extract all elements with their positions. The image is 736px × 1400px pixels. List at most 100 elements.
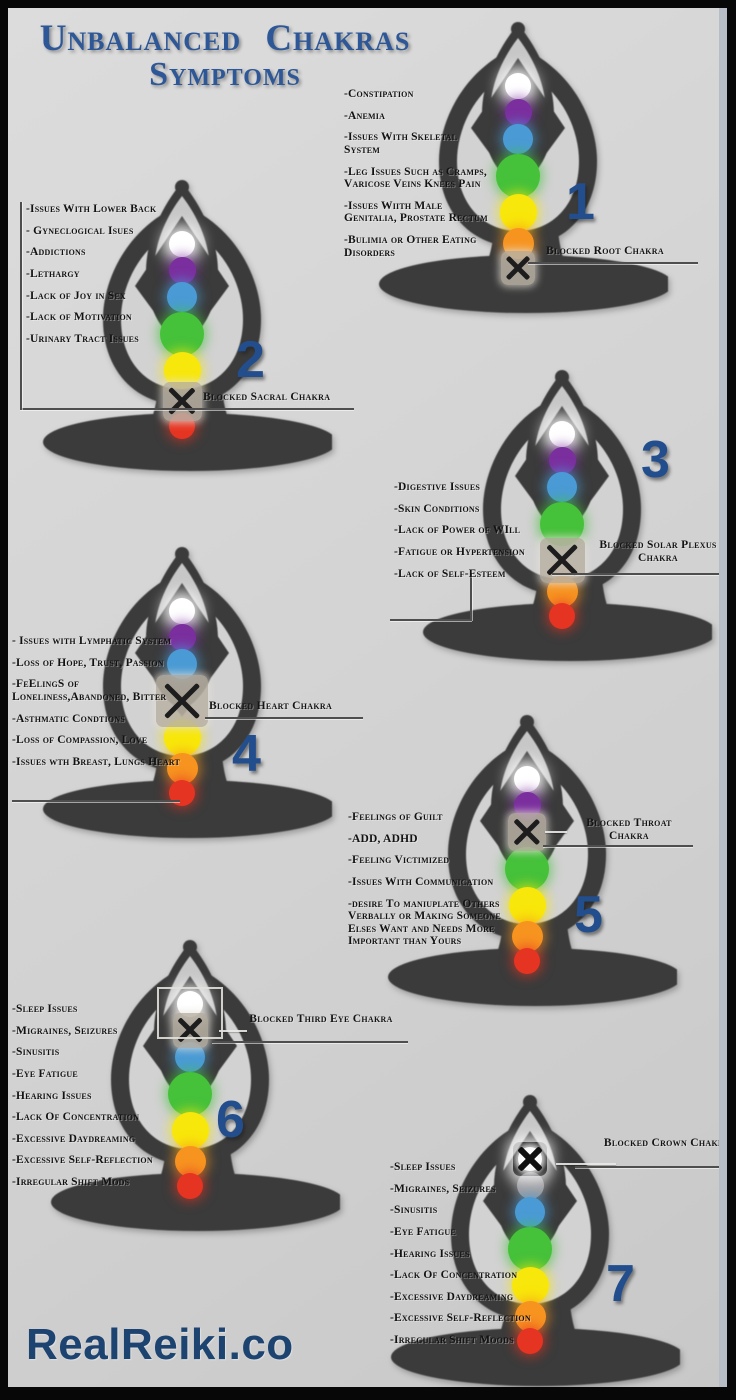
chakra-dot-third-eye — [516, 1171, 544, 1199]
symptom-item: -Sinusitis — [390, 1204, 438, 1217]
connector-line — [543, 845, 693, 847]
blocked-root-marker — [501, 251, 535, 285]
symptom-list-5: -Feelings of Guilt-ADD, ADHD-Feeling Vic… — [348, 811, 514, 957]
chakra-dot-root — [169, 780, 195, 806]
connector-line — [390, 619, 472, 621]
chakra-dot-throat — [167, 649, 197, 679]
brand-logo: RealReiki.co — [26, 1320, 294, 1369]
page-title-line2: Symptoms — [149, 56, 301, 93]
symptom-item: -Lack of Self-Esteem — [394, 567, 506, 580]
frame-left — [0, 0, 8, 1400]
frame-top — [0, 0, 736, 8]
symptom-item: -Lack of Motivation — [26, 311, 132, 324]
symptom-item: -ADD, ADHD — [348, 832, 418, 845]
right-edge-strip — [719, 8, 727, 1387]
chakra-dot-sacral — [166, 752, 198, 784]
symptom-item: -Hearing Issues — [12, 1089, 92, 1102]
chakra-dot-crown — [549, 421, 575, 447]
page-title-line1: Unbalanced Chakras — [39, 18, 411, 59]
blocked-third-eye-marker — [172, 1012, 208, 1048]
symptom-item: -Constipation — [344, 88, 414, 100]
connector-line — [545, 831, 567, 833]
figure-number-5: 5 — [574, 886, 603, 944]
page-title: Unbalanced Chakras Symptoms — [10, 20, 440, 93]
symptom-item: -Lack Of Concentration — [390, 1269, 518, 1282]
chakra-dot-root — [549, 603, 575, 629]
symptom-item: -Leg Issues Such as Cramps, Varicose Vei… — [344, 165, 487, 191]
connector-line — [470, 573, 472, 621]
chakra-dot-throat — [515, 1197, 545, 1227]
chakra-dot-heart — [505, 847, 549, 891]
chakra-dot-third-eye — [168, 256, 196, 284]
symptom-item: -Anemia — [344, 109, 386, 122]
symptom-item: -Lack Of Concentration — [12, 1111, 140, 1124]
meditating-figure-1 — [368, 18, 668, 314]
symptom-list-7: -Sleep Issues-Migraines, Seizures-Sinusi… — [390, 1161, 565, 1356]
blocked-crown-marker — [513, 1142, 547, 1176]
symptom-item: -Migraines, Seizures — [12, 1024, 118, 1037]
symptom-item: -Digestive Issues — [394, 481, 481, 493]
symptom-item: -Eye Fatigue — [12, 1067, 78, 1080]
symptom-list-4: - Issues with Lymphatic System-Loss of H… — [12, 635, 182, 777]
symptom-item: -Lack of Power of WIll — [394, 524, 521, 537]
meditating-figure-2 — [32, 176, 332, 472]
figure-number-3: 3 — [641, 431, 670, 489]
chakra-dot-sacral — [511, 920, 543, 952]
symptom-item: -Issues Wiith Male Genitalia, Prostate R… — [344, 199, 488, 225]
blocked-heart-marker — [156, 675, 208, 727]
symptom-list-1: -Constipation -Anemia -Issues With Skeleta… — [344, 88, 496, 268]
symptom-item: -Excessive Daydreaming — [390, 1290, 514, 1303]
connector-line — [575, 1166, 731, 1168]
meditating-figure-4 — [32, 543, 332, 839]
chakra-dot-third-eye — [504, 98, 532, 126]
symptom-item: -Issues With Skeletal System — [344, 131, 458, 156]
blocked-chakra-label: Blocked Throat Chakra — [586, 817, 672, 843]
symptom-item: -Sleep Issues — [12, 1003, 78, 1015]
chakra-dot-heart — [160, 312, 204, 356]
blocked-chakra-label: Blocked Third Eye Chakra — [249, 1013, 393, 1025]
chakra-dot-third-eye — [168, 623, 196, 651]
blocked-throat-marker — [508, 813, 546, 851]
symptom-item: -Fatigue or Hypertension — [394, 545, 525, 558]
blocked-chakra-label: Blocked Heart Chakra — [209, 700, 333, 712]
connector-line — [205, 717, 363, 719]
blocked-sacral-marker — [162, 381, 202, 421]
figure-number-2: 2 — [236, 331, 265, 389]
symptom-list-2: -Issues With Lower Back- Gyneclogical Is… — [26, 203, 190, 354]
chakra-dot-solar-plexus — [511, 1266, 549, 1304]
chakra-dot-crown — [169, 598, 195, 624]
blocked-chakra-label: Blocked Root Chakra — [546, 245, 664, 257]
chakra-dot-sacral — [174, 1145, 206, 1177]
connector-line — [12, 800, 180, 802]
chakra-dot-heart — [508, 1227, 552, 1271]
connector-line — [20, 408, 354, 410]
symptom-item: -Sleep Issues — [390, 1161, 456, 1173]
symptom-item: -Feeling Victimized — [348, 854, 450, 867]
chakra-dot-throat — [503, 124, 533, 154]
chakra-dot-root — [177, 1173, 203, 1199]
connector-line — [528, 262, 698, 264]
symptom-item: -Issues With Lower Back — [26, 203, 157, 215]
symptom-item: -FeElingS of Loneliness,Abandoned, Bitte… — [12, 678, 167, 703]
chakra-dot-root — [514, 948, 540, 974]
meditating-figure-6 — [40, 936, 340, 1232]
frame-right — [727, 0, 736, 1400]
chakra-dot-solar-plexus — [499, 193, 537, 231]
symptom-item: -Lethargy — [26, 267, 80, 280]
chakra-dot-crown — [514, 766, 540, 792]
symptom-item: -Irregular Shift Moods — [390, 1334, 514, 1347]
symptom-item: -Excessive Self-Reflection — [390, 1312, 531, 1325]
symptom-item: -Excessive Daydreaming — [12, 1132, 136, 1145]
symptom-item: -Loss of Compassion, Love — [12, 734, 148, 747]
connector-line — [552, 573, 728, 575]
symptom-item: -Addictions — [26, 246, 86, 259]
symptom-item: -Excessive Self-Reflection — [12, 1154, 153, 1167]
symptom-item: -Hearing Issues — [390, 1247, 470, 1260]
chakra-dot-sacral — [514, 1300, 546, 1332]
symptom-item: -Irregular Shift Mods — [12, 1176, 130, 1189]
frame-bottom — [0, 1387, 736, 1400]
symptom-item: -Issues wth Breast, Lungs Heart — [12, 755, 181, 768]
symptom-item: -Sinusitis — [12, 1046, 60, 1059]
chakra-dot-crown — [169, 231, 195, 257]
